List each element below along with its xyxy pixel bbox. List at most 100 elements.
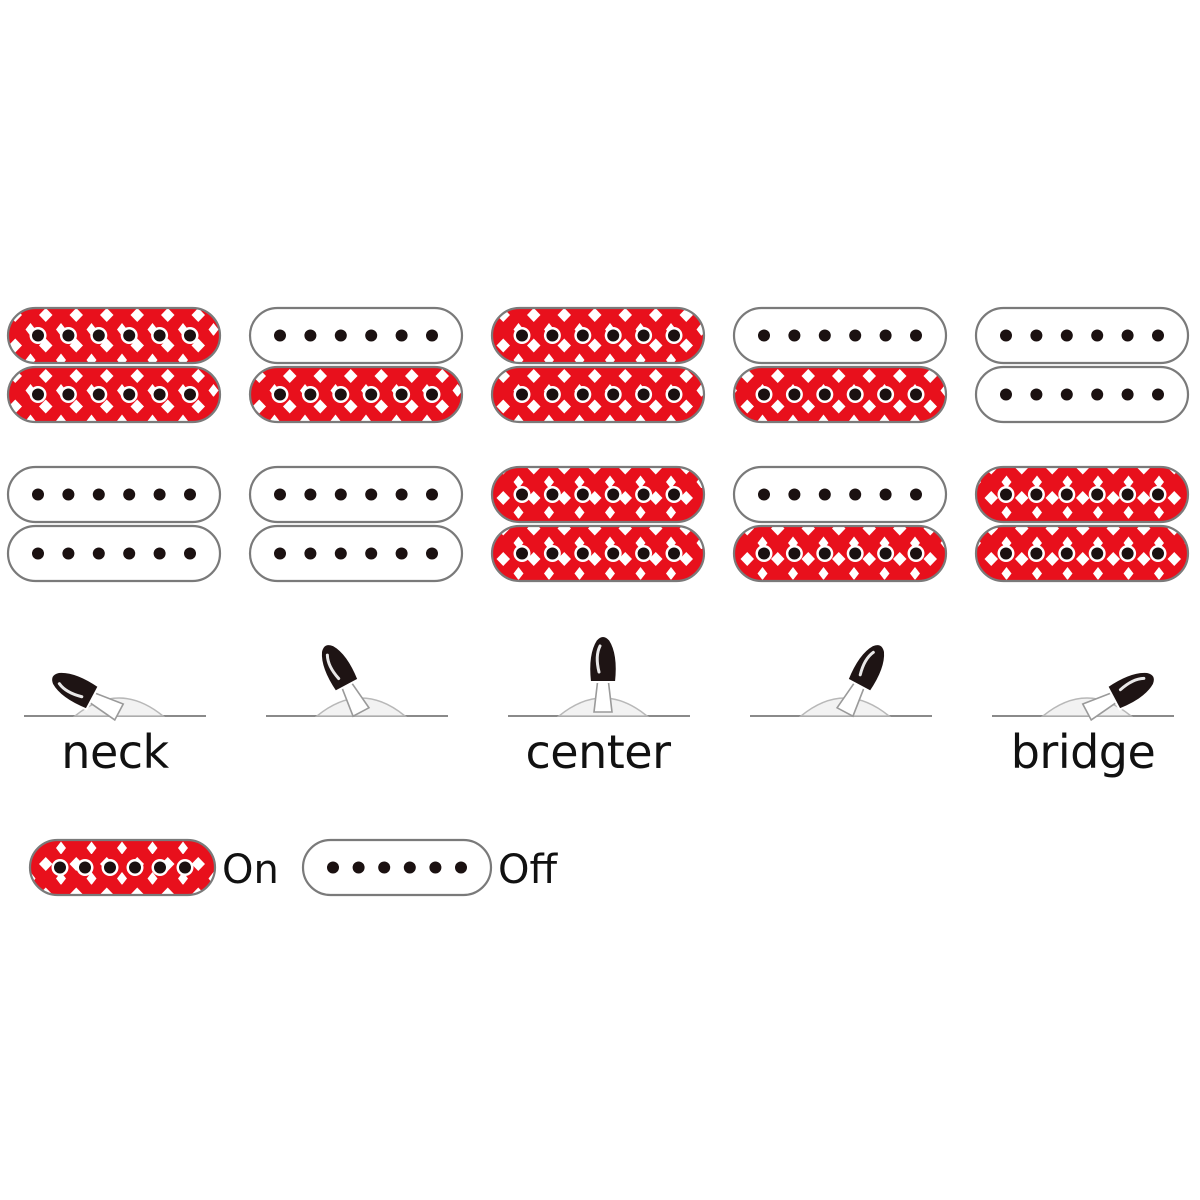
- switch-lever: [1081, 670, 1156, 722]
- switch-tip: [1106, 670, 1156, 711]
- switch-tip: [846, 643, 887, 693]
- pole-piece: [62, 488, 75, 501]
- pole-piece: [516, 388, 528, 401]
- selector-switch-2: [266, 643, 448, 718]
- legend: [28, 838, 493, 897]
- pole-piece: [365, 547, 378, 560]
- coil-body: [732, 524, 948, 583]
- pole-piece: [1000, 329, 1012, 342]
- pole-piece: [818, 547, 831, 560]
- pole-piece: [1152, 488, 1164, 501]
- pole-piece: [365, 388, 378, 401]
- coil-body: [490, 524, 706, 583]
- switch-lever: [835, 643, 887, 718]
- pole-piece: [334, 329, 347, 342]
- bottom-humbucker-coil-2: [248, 365, 464, 424]
- pole-piece: [788, 488, 801, 501]
- pole-piece: [1030, 388, 1043, 401]
- legend-off-swatch: [301, 838, 493, 897]
- position-1-pickups: [6, 306, 222, 583]
- pole-piece: [184, 488, 196, 501]
- pole-piece: [153, 488, 166, 501]
- pole-piece: [668, 329, 680, 342]
- pole-piece: [607, 488, 620, 501]
- coil-body: [248, 465, 464, 524]
- coil-body: [974, 306, 1190, 365]
- pole-piece: [1091, 388, 1104, 401]
- bottom-humbucker-coil-1: [6, 306, 222, 365]
- pole-piece: [1121, 329, 1134, 342]
- bottom-humbucker-coil-1: [248, 306, 464, 365]
- pole-piece: [1000, 488, 1012, 501]
- pole-piece: [788, 329, 801, 342]
- coil-body: [301, 838, 493, 897]
- coil-body: [490, 465, 706, 524]
- position-2-pickups: [248, 306, 464, 583]
- pole-piece: [304, 388, 317, 401]
- pole-piece: [788, 547, 801, 560]
- pole-piece: [879, 488, 892, 501]
- pole-piece: [334, 547, 347, 560]
- pole-piece: [62, 547, 75, 560]
- pole-piece: [274, 388, 286, 401]
- legend-on-label: On: [222, 847, 279, 893]
- pole-piece: [818, 329, 831, 342]
- pole-piece: [1152, 329, 1164, 342]
- position-label-3: center: [525, 725, 672, 779]
- coil-body: [248, 306, 464, 365]
- switch-lever: [588, 635, 618, 713]
- pole-piece: [304, 547, 317, 560]
- pole-piece: [1030, 329, 1043, 342]
- pole-piece: [758, 388, 770, 401]
- pole-piece: [184, 388, 196, 401]
- selector-switches: [24, 635, 1174, 722]
- pole-piece: [1000, 388, 1012, 401]
- pole-piece: [1091, 547, 1104, 560]
- pole-piece: [818, 488, 831, 501]
- position-5-pickups: [974, 306, 1190, 583]
- top-humbucker-coil-2: [248, 524, 464, 583]
- pole-piece: [1152, 547, 1164, 560]
- pole-piece: [274, 329, 286, 342]
- pole-piece: [123, 547, 136, 560]
- top-humbucker-coil-1: [490, 465, 706, 524]
- pole-piece: [153, 547, 166, 560]
- pole-piece: [274, 488, 286, 501]
- pole-piece: [637, 488, 650, 501]
- coil-body: [6, 465, 222, 524]
- pole-piece: [637, 329, 650, 342]
- bottom-humbucker-coil-2: [732, 365, 948, 424]
- pole-piece: [62, 388, 75, 401]
- bottom-humbucker-coil-2: [6, 365, 222, 424]
- pole-piece: [403, 861, 416, 874]
- pole-piece: [154, 861, 166, 874]
- bottom-humbucker-coil-1: [732, 306, 948, 365]
- pole-piece: [1121, 488, 1134, 501]
- pole-piece: [576, 388, 589, 401]
- coil-body: [6, 524, 222, 583]
- pole-piece: [92, 388, 105, 401]
- pole-piece: [365, 329, 378, 342]
- coil-body: [732, 365, 948, 424]
- pole-piece: [426, 388, 438, 401]
- pole-piece: [123, 329, 136, 342]
- pole-piece: [1091, 488, 1104, 501]
- coil-body: [248, 524, 464, 583]
- pole-piece: [516, 488, 528, 501]
- pole-piece: [352, 861, 365, 874]
- pole-piece: [910, 388, 922, 401]
- pole-piece: [153, 329, 166, 342]
- pole-piece: [668, 388, 680, 401]
- pole-piece: [849, 329, 862, 342]
- pole-piece: [1030, 547, 1043, 560]
- pole-piece: [637, 547, 650, 560]
- pole-piece: [395, 388, 408, 401]
- pole-piece: [516, 329, 528, 342]
- pole-piece: [516, 547, 528, 560]
- pole-piece: [32, 547, 44, 560]
- pole-piece: [849, 547, 862, 560]
- pole-piece: [1060, 329, 1073, 342]
- switch-tip: [588, 635, 618, 683]
- pole-piece: [274, 547, 286, 560]
- switch-tip: [319, 643, 360, 693]
